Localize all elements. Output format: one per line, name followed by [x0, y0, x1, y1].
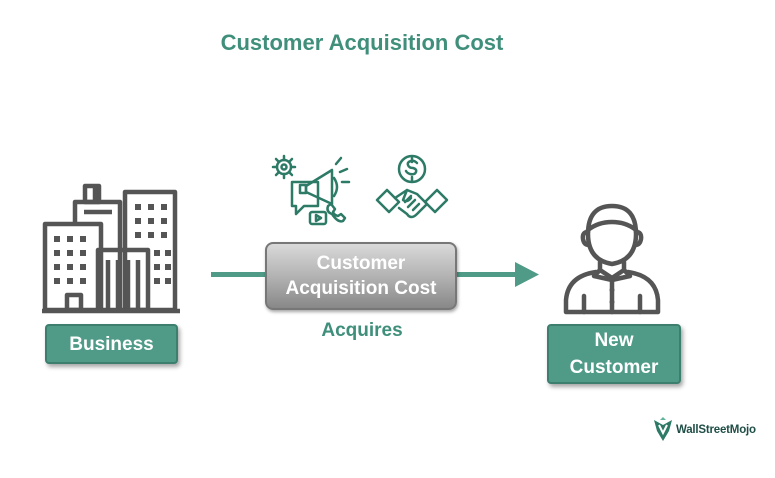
- arrow-head: [515, 262, 539, 287]
- diagram-title: Customer Acquisition Cost: [220, 30, 504, 55]
- acquires-label: Acquires: [321, 320, 403, 341]
- business-node: Business: [45, 324, 178, 364]
- handshake-money-icon: [375, 154, 449, 219]
- brand-logo-icon: [654, 417, 672, 441]
- cac-label: Customer Acquisition Cost: [285, 253, 437, 299]
- marketing-megaphone-icon: [271, 154, 351, 226]
- cac-node: Customer Acquisition Cost: [265, 242, 457, 310]
- arrow-line-out: [457, 272, 519, 277]
- customer-node: New Customer: [547, 324, 681, 384]
- person-icon: [563, 203, 661, 315]
- office-buildings-icon: [42, 183, 180, 314]
- business-label: Business: [69, 333, 154, 355]
- arrow-line-in: [211, 272, 267, 277]
- brand-name: WallStreetMojo: [676, 424, 756, 436]
- customer-label: New Customer: [569, 330, 659, 378]
